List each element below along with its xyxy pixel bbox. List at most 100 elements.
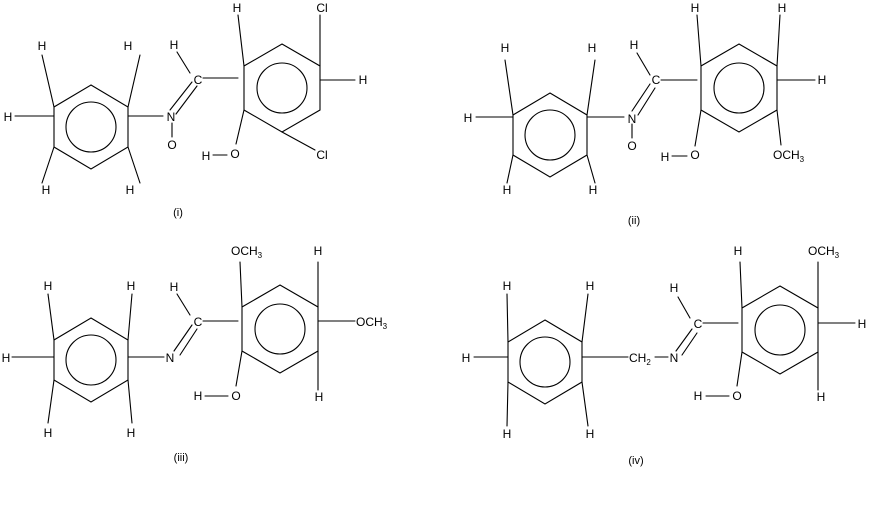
atom-cl: Cl [316,148,327,162]
atom-h: H [38,39,47,53]
bond-h [41,54,55,108]
aromatic-circle [65,101,117,153]
phenyl-ring [53,84,129,170]
atom-n: N [628,112,637,126]
atom-n: N [166,351,175,365]
atom-h: H [691,1,700,15]
bond-h [504,59,514,116]
structure-caption: (iii) [174,452,189,464]
structure-caption: (i) [173,207,183,219]
bond-n-c-double [637,87,656,116]
atom-h: H [126,183,135,197]
bond-h [47,293,55,341]
atom-h: H [314,244,323,258]
atom-h: H [586,279,595,293]
atom-h: H [127,426,136,440]
bond-h [739,261,743,309]
aromatic-circle [519,336,571,388]
bond-h [41,146,55,184]
bond-h [581,293,589,343]
atom-h: H [588,41,597,55]
atom-h: H [124,39,133,53]
atom-h: H [359,73,368,87]
atom-n: N [167,110,176,124]
phenyl-ring [512,92,588,178]
bond-o [736,351,743,387]
aromatic-circle [754,304,806,356]
atom-o: O [231,389,240,403]
bond-n-c-double [169,81,193,111]
methoxy-label: OCH3 [808,244,840,260]
atom-h: H [734,244,743,258]
bond-o [235,109,245,145]
aryl-ring [241,284,319,374]
atom-c: C [652,73,661,87]
bond-n-c-double [675,328,693,352]
bond-h [127,54,141,108]
bond-h [237,14,245,67]
bond-h [506,154,514,184]
methoxy-label: OCH3 [231,244,263,260]
bond-cl [281,131,316,151]
atom-c: C [194,73,203,87]
methoxy-label: OCH3 [356,315,388,331]
atom-h: H [818,73,827,87]
bond-h [127,146,141,184]
atom-h: H [202,149,211,163]
bond-o [235,350,243,387]
aromatic-circle [254,303,306,355]
phenyl-ring [53,317,129,403]
atom-cl: Cl [316,1,327,15]
atom-h: H [315,390,324,404]
bond-h [776,14,781,67]
atom-c: C [694,317,703,331]
structure-caption: (iv) [628,455,643,467]
aryl-ring [741,285,819,375]
atom-h: H [661,150,670,164]
bond-n-c-double [175,85,198,115]
bond-och3 [776,109,782,146]
bond-c-h [636,52,651,76]
atom-h: H [586,427,595,441]
atom-h: H [233,1,242,15]
bond-h [506,293,509,343]
atom-h: H [503,427,512,441]
atom-h: H [464,111,473,125]
structure-iv: H H H H H CH2 H C N H OCH3 H H H O (iv) [462,244,867,467]
methoxy-label: OCH3 [773,148,805,164]
atom-h: H [503,279,512,293]
atom-h: H [670,281,679,295]
atom-c: C [194,315,203,329]
bond-h [586,154,596,184]
bond-h [581,381,589,427]
atom-n: N [670,351,679,365]
structure-caption: (ii) [628,215,640,227]
atom-h: H [817,390,826,404]
bond-c-h [176,293,191,316]
atom-o: O [732,389,741,403]
atom-h: H [630,38,639,52]
atom-h: H [778,1,787,15]
aryl-ring [700,43,778,133]
aromatic-circle [256,62,308,114]
bond-h [506,381,509,427]
structure-iii: H H H H H H C N OCH3 H OCH3 H H O (iii) [2,244,388,464]
atom-o: O [690,148,699,162]
methylene-label: CH2 [629,351,651,367]
phenyl-ring [507,319,583,405]
bond-c-h [176,51,191,74]
atom-o: O [167,138,176,152]
bond-n-c-double [179,328,198,356]
bond-h [127,293,133,341]
aromatic-circle [65,334,117,386]
bond-o [694,109,702,147]
atom-h: H [170,280,179,294]
atom-h: H [42,183,51,197]
atom-h: H [170,38,179,52]
bond-n-c-double [631,83,651,112]
aromatic-circle [524,109,576,161]
bond-och3 [239,261,243,308]
aryl-ring [243,43,321,133]
bond-h [47,379,55,424]
